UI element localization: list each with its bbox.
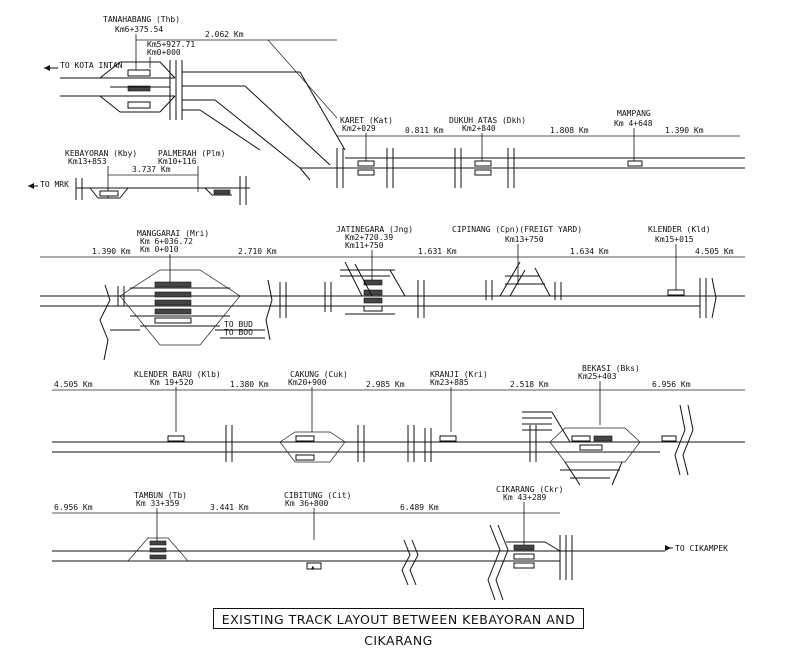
row-2: MANGGARAI (Mri) Km 6+036.72 Km 0+010 JAT… bbox=[40, 225, 745, 361]
station-name-mampang: MAMPANG bbox=[617, 109, 651, 118]
station-km-cipinang: Km13+750 bbox=[505, 235, 544, 244]
station-km-cikarang: Km 43+289 bbox=[503, 493, 547, 502]
distance-r3-end: 6.956 Km bbox=[652, 380, 691, 389]
station-km-dukuh-atas: Km2+840 bbox=[462, 124, 496, 133]
station-km-manggarai-2: Km 0+010 bbox=[140, 245, 179, 254]
distance-r2-end: 4.505 Km bbox=[695, 247, 734, 256]
station-km-palmerah: Km10+116 bbox=[158, 157, 197, 166]
station-name-tambun: TAMBUN (Tb) bbox=[134, 491, 187, 500]
station-km-jatinegara-2: Km11+750 bbox=[345, 241, 384, 250]
distance-cit-ckr: 6.489 Km bbox=[400, 503, 439, 512]
station-name-cibitung: CIBITUNG (Cit) bbox=[284, 491, 351, 500]
station-km-karet: Km2+029 bbox=[342, 124, 376, 133]
arrow-left-icon bbox=[28, 183, 34, 189]
station-km-tanahabang-2: Km5+927.71 bbox=[147, 40, 195, 49]
distance-klb-cuk: 1.380 Km bbox=[230, 380, 269, 389]
station-km-klender-baru: Km 19+520 bbox=[150, 378, 194, 387]
station-name-dukuh-atas: DUKUH ATAS (Dkh) bbox=[449, 116, 526, 125]
station-km-tanahabang-3: Km0+000 bbox=[147, 48, 181, 57]
station-km-jatinegara-1: Km2+720.39 bbox=[345, 233, 393, 242]
station-name-kranji: KRANJI (Kri) bbox=[430, 370, 488, 379]
distance-cpn-kld: 1.634 Km bbox=[570, 247, 609, 256]
station-name-cikarang: CIKARANG (Ckr) bbox=[496, 485, 563, 494]
direction-mrk: TO MRK bbox=[40, 180, 69, 189]
station-km-mampang: Km 4+648 bbox=[614, 119, 653, 128]
distance-jng-cpn: 1.631 Km bbox=[418, 247, 457, 256]
distance-tb-cit: 3.441 Km bbox=[210, 503, 249, 512]
row-1: TANAHABANG (Thb) Km6+375.54 Km5+927.71 K… bbox=[28, 15, 745, 205]
distance-kby-plm: 3.737 Km bbox=[132, 165, 171, 174]
station-km-cibitung: Km 36+800 bbox=[285, 499, 329, 508]
station-name-kebayoran: KEBAYORAN (Kby) bbox=[65, 149, 137, 158]
station-name-bekasi: BEKASI (Bks) bbox=[582, 364, 640, 373]
distance-r2-start: 1.390 Km bbox=[92, 247, 131, 256]
station-name-palmerah: PALMERAH (Plm) bbox=[158, 149, 225, 158]
direction-cikampek: TO CIKAMPEK bbox=[675, 544, 728, 553]
distance-thb-kat: 2.062 Km bbox=[205, 30, 244, 39]
station-name-tanahabang: TANAHABANG (Thb) bbox=[103, 15, 180, 24]
arrow-left-icon bbox=[44, 65, 50, 71]
distance-dkh-mpg: 1.808 Km bbox=[550, 126, 589, 135]
station-km-cakung: Km20+900 bbox=[288, 378, 327, 387]
station-km-tanahabang-1: Km6+375.54 bbox=[115, 25, 163, 34]
station-km-kebayoran: Km13+853 bbox=[68, 157, 107, 166]
diagram-caption: EXISTING TRACK LAYOUT BETWEEN KEBAYORAN … bbox=[213, 608, 584, 648]
distance-kat-dkh: 0.811 Km bbox=[405, 126, 444, 135]
distance-kri-bks: 2.518 Km bbox=[510, 380, 549, 389]
distance-mpg-end: 1.390 Km bbox=[665, 126, 704, 135]
station-name-cakung: CAKUNG (Cuk) bbox=[290, 370, 348, 379]
station-km-klender: Km15+015 bbox=[655, 235, 694, 244]
station-km-kranji: Km23+885 bbox=[430, 378, 469, 387]
direction-boo: TO BOO bbox=[224, 328, 253, 337]
station-km-manggarai-1: Km 6+036.72 bbox=[140, 237, 193, 246]
station-name-manggarai: MANGGARAI (Mri) bbox=[137, 229, 209, 238]
signal-icon: ▲ bbox=[311, 564, 315, 571]
station-name-karet: KARET (Kat) bbox=[340, 116, 393, 125]
direction-kota-intan: TO KOTA INTAN bbox=[60, 61, 123, 70]
row-3: KLENDER BARU (Klb) Km 19+520 CAKUNG (Cuk… bbox=[52, 364, 745, 486]
distance-cuk-kri: 2.985 Km bbox=[366, 380, 405, 389]
row-4: TAMBUN (Tb) Km 33+359 CIBITUNG (Cit) Km … bbox=[52, 485, 728, 601]
station-name-cipinang: CIPINANG (Cpn)(FREIGT YARD) bbox=[452, 225, 582, 234]
arrow-right-icon bbox=[665, 545, 671, 551]
station-name-klender: KLENDER (Kld) bbox=[648, 225, 711, 234]
station-km-tambun: Km 33+359 bbox=[136, 499, 180, 508]
distance-r3-start: 4.505 Km bbox=[54, 380, 93, 389]
station-km-bekasi: Km25+403 bbox=[578, 372, 617, 381]
station-name-klender-baru: KLENDER BARU (Klb) bbox=[134, 370, 221, 379]
direction-bud: TO BUD bbox=[224, 320, 253, 329]
distance-r4-start: 6.956 Km bbox=[54, 503, 93, 512]
distance-mri-jng: 2.710 Km bbox=[238, 247, 277, 256]
station-name-jatinegara: JATINEGARA (Jng) bbox=[336, 225, 413, 234]
